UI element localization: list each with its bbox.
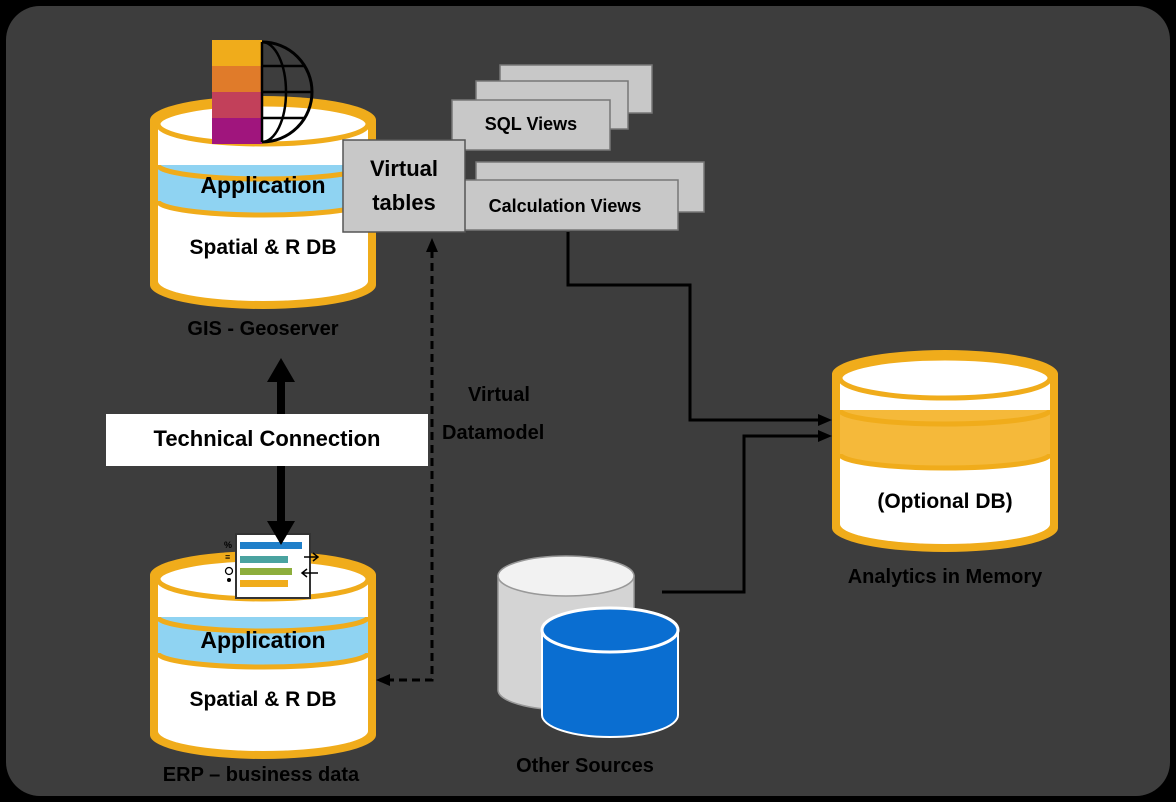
virtual-tables-box [342, 139, 466, 233]
technical-connection-label: Technical Connection [153, 426, 381, 451]
virtual-datamodel-connector [376, 238, 438, 686]
other-sources-caption: Other Sources [516, 755, 654, 777]
gis-db-label: Spatial & R DB [189, 236, 337, 259]
technical-connection-label-box [106, 414, 428, 466]
virtual-tables-line2: tables [372, 190, 436, 215]
views-to-analytics-connector [566, 232, 832, 426]
other-sources-blue-cylinder [540, 606, 680, 738]
erp-db-label: Spatial & R DB [189, 688, 337, 711]
virtual-datamodel-line1: Virtual [468, 384, 530, 406]
erp-application-label: Application [200, 627, 326, 653]
analytics-database-cylinder [832, 350, 1058, 552]
sql-views-label: SQL Views [484, 114, 578, 134]
gis-application-label: Application [200, 172, 326, 198]
erp-caption: ERP – business data [162, 764, 360, 786]
svg-text:≡: ≡ [225, 552, 230, 562]
business-process-icon: % ≡ [224, 533, 320, 599]
virtual-datamodel-label: Virtual Datamodel [442, 376, 544, 452]
erp-database-cylinder [150, 551, 376, 759]
analytics-caption: Analytics in Memory [847, 566, 1043, 588]
virtual-tables-line1: Virtual [369, 156, 439, 181]
other-sources-to-analytics-connector [662, 430, 832, 594]
globe-icon [212, 40, 314, 144]
analytics-db-label: (Optional DB) [877, 490, 1013, 513]
calculation-views-label: Calculation Views [488, 196, 642, 216]
virtual-tables-label: Virtual tables [343, 152, 465, 220]
sql-views-stack [451, 64, 653, 151]
virtual-datamodel-line2: Datamodel [442, 422, 545, 444]
gis-caption: GIS - Geoserver [187, 318, 339, 340]
calculation-views-stack [451, 161, 705, 231]
svg-text:%: % [224, 540, 232, 550]
